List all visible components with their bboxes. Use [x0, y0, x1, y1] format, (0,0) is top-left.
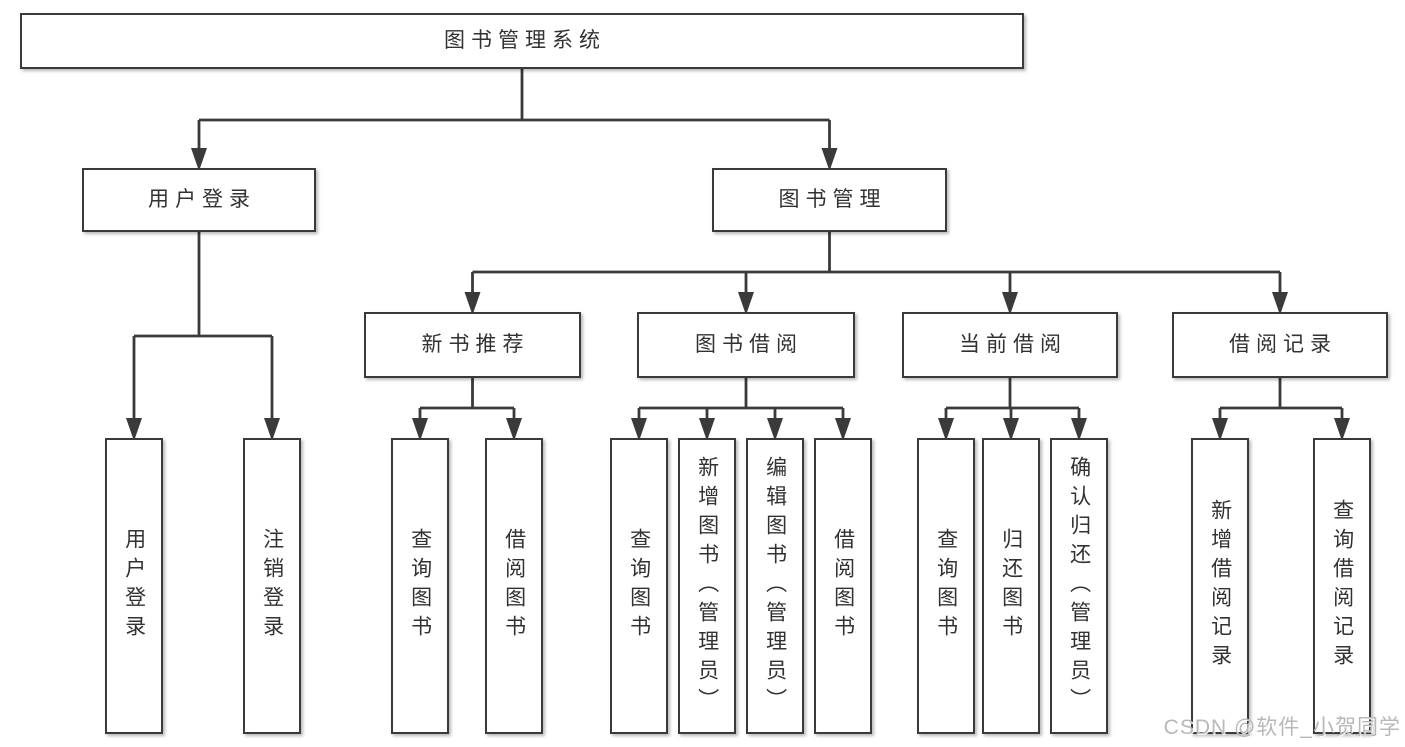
- node-cb-confirm: 确认归还（管理员）: [1050, 438, 1108, 734]
- arrowhead-icon: [1272, 292, 1288, 315]
- arrowhead-icon: [631, 418, 647, 441]
- node-new-book-rec: 新书推荐: [364, 312, 581, 378]
- node-label-cb-confirm: 确认归还（管理员）: [1067, 455, 1091, 717]
- node-bb-add: 新增图书（管理员）: [678, 438, 736, 734]
- node-logout: 注销登录: [243, 438, 301, 734]
- arrowhead-icon: [1002, 292, 1018, 315]
- node-br-add: 新增借阅记录: [1191, 438, 1249, 734]
- arrowhead-icon: [1003, 418, 1019, 441]
- node-label-logout: 注销登录: [260, 528, 284, 644]
- node-label-br-query: 查询借阅记录: [1330, 499, 1354, 673]
- arrowhead-icon: [821, 148, 838, 171]
- node-bb-query: 查询图书: [610, 438, 668, 734]
- node-label-bb-add: 新增图书（管理员）: [695, 455, 719, 717]
- arrowhead-icon: [412, 418, 428, 441]
- node-login: 用户登录: [105, 438, 163, 734]
- arrowhead-icon: [1334, 418, 1350, 441]
- node-label-cb-return: 归还图书: [999, 528, 1023, 644]
- node-book-borrow: 图书借阅: [637, 312, 855, 378]
- node-current-borrow: 当前借阅: [902, 312, 1118, 378]
- node-cb-query: 查询图书: [917, 438, 975, 734]
- node-label-root: 图书管理系统: [444, 29, 606, 53]
- node-label-login: 用户登录: [122, 528, 146, 644]
- node-label-current-borrow: 当前借阅: [959, 333, 1067, 357]
- arrowhead-icon: [738, 292, 754, 315]
- arrowhead-icon: [767, 418, 783, 441]
- node-label-nbr-borrow: 借阅图书: [502, 528, 526, 644]
- node-root: 图书管理系统: [20, 13, 1024, 69]
- node-bb-borrow: 借阅图书: [814, 438, 872, 734]
- node-label-bb-edit: 编辑图书（管理员）: [763, 455, 787, 717]
- arrowhead-icon: [464, 292, 481, 315]
- arrowhead-icon: [1212, 418, 1228, 441]
- node-label-borrow-records: 借阅记录: [1229, 333, 1337, 357]
- arrowhead-icon: [506, 418, 522, 441]
- node-label-bb-borrow: 借阅图书: [831, 528, 855, 644]
- node-label-book-mgmt: 图书管理: [778, 188, 887, 212]
- node-br-query: 查询借阅记录: [1313, 438, 1371, 734]
- node-book-mgmt: 图书管理: [712, 168, 947, 232]
- node-nbr-borrow: 借阅图书: [485, 438, 543, 734]
- arrowhead-icon: [191, 148, 207, 171]
- node-cb-return: 归还图书: [982, 438, 1040, 734]
- arrowhead-icon: [264, 418, 280, 441]
- node-bb-edit: 编辑图书（管理员）: [746, 438, 804, 734]
- node-label-book-borrow: 图书借阅: [695, 333, 803, 357]
- arrowhead-icon: [126, 418, 142, 441]
- arrowhead-icon: [1071, 418, 1087, 441]
- node-label-bb-query: 查询图书: [627, 528, 651, 644]
- node-label-user-login: 用户登录: [148, 188, 256, 212]
- arrowhead-icon: [835, 418, 851, 441]
- node-nbr-query: 查询图书: [391, 438, 449, 734]
- node-label-new-book-rec: 新书推荐: [421, 333, 530, 357]
- csdn-watermark: CSDN @软件_小贺同学: [1163, 716, 1401, 739]
- node-label-cb-query: 查询图书: [934, 528, 958, 644]
- node-label-nbr-query: 查询图书: [408, 528, 432, 644]
- node-borrow-records: 借阅记录: [1172, 312, 1388, 378]
- node-label-br-add: 新增借阅记录: [1208, 499, 1232, 673]
- arrowhead-icon: [699, 418, 715, 441]
- node-user-login: 用户登录: [82, 168, 316, 232]
- arrowhead-icon: [938, 418, 954, 441]
